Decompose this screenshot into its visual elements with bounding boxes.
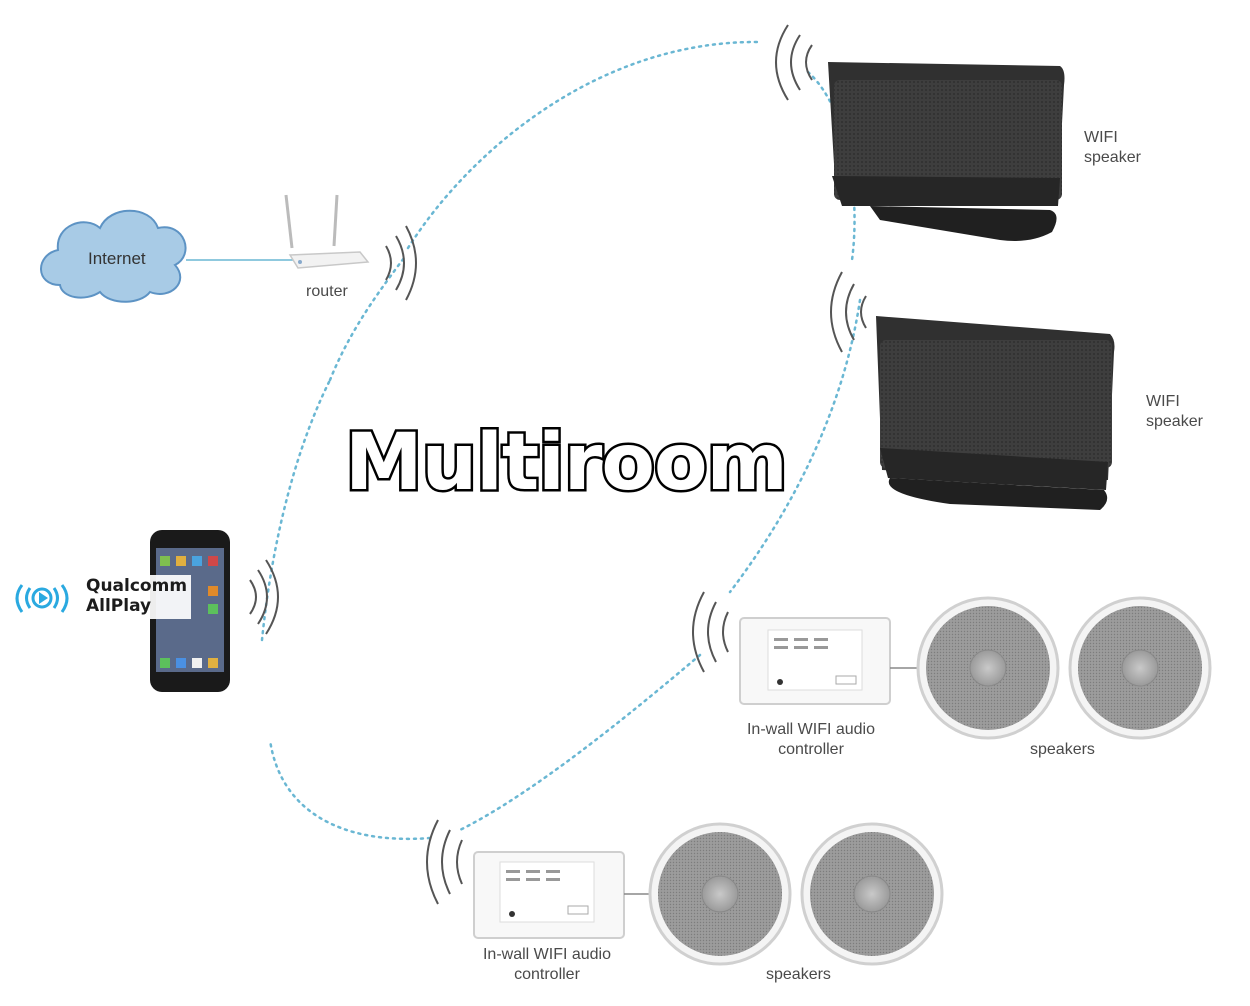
wifi-speaker-2-label: WIFI speaker xyxy=(1146,392,1203,432)
internet-label: Internet xyxy=(88,249,146,268)
audio-controller-icon xyxy=(739,617,891,705)
controller-2-wifi-waves xyxy=(426,819,463,905)
page-title: Multiroom xyxy=(343,416,791,511)
controller-2-label: In-wall WIFI audio controller xyxy=(470,945,624,985)
ceiling-speaker-icon xyxy=(800,822,944,966)
wifi-speaker-1-label-line2: speaker xyxy=(1084,149,1141,166)
speaker-2-wifi-waves xyxy=(830,271,867,353)
router-wifi-waves xyxy=(385,225,417,301)
ceiling-speaker-icon xyxy=(1068,596,1212,740)
wifi-speaker-1-label: WIFI speaker xyxy=(1084,128,1141,168)
speakers-1-label: speakers xyxy=(1030,741,1095,758)
router-label: router xyxy=(306,283,348,300)
wifi-speaker-icon xyxy=(876,316,1115,510)
wifi-speaker-2-label-line2: speaker xyxy=(1146,413,1203,430)
wifi-speaker-2-label-line1: WIFI xyxy=(1146,393,1180,410)
allplay-brand-line1: Qualcomm xyxy=(86,576,188,596)
allplay-brand-line2: AllPlay xyxy=(86,596,152,616)
wifi-speaker-1-label-line1: WIFI xyxy=(1084,129,1118,146)
router-icon xyxy=(284,194,370,269)
allplay-logo-icon xyxy=(15,584,69,613)
controller-1-wifi-waves xyxy=(692,591,729,673)
ceiling-speaker-icon xyxy=(648,822,792,966)
qualcomm-allplay-logo: Qualcomm AllPlay xyxy=(84,575,192,619)
controller-1-label-line1: In-wall WIFI audio xyxy=(746,721,876,738)
speaker-1-wifi-waves xyxy=(775,24,813,101)
phone-wifi-waves xyxy=(249,559,279,635)
controller-1-label: In-wall WIFI audio controller xyxy=(734,720,888,760)
controller-2-label-line2: controller xyxy=(514,966,580,983)
ceiling-speaker-icon xyxy=(916,596,1060,740)
wifi-speaker-icon xyxy=(828,62,1065,241)
wifi-link-loop xyxy=(260,40,862,841)
controller-2-label-line1: In-wall WIFI audio xyxy=(482,946,612,963)
speakers-2-label: speakers xyxy=(766,966,831,983)
controller-1-label-line2: controller xyxy=(778,741,844,758)
audio-controller-icon xyxy=(473,851,625,939)
internet-cloud-icon xyxy=(40,209,187,303)
